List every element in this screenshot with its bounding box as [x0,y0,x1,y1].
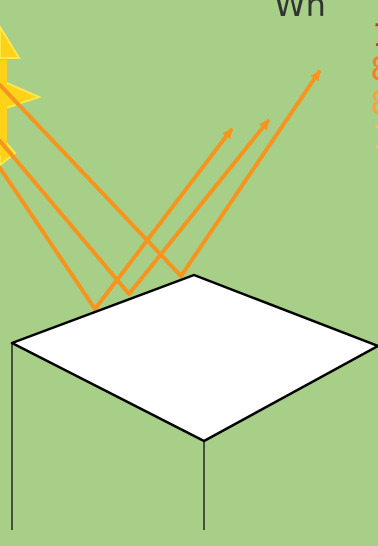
text-line-4: 8 [370,84,378,122]
text-line-1: Wh [274,0,326,24]
text-line-5: 1 [372,118,378,156]
text-line-2: 1 [372,16,378,54]
text-line-3: 8 [370,50,378,88]
